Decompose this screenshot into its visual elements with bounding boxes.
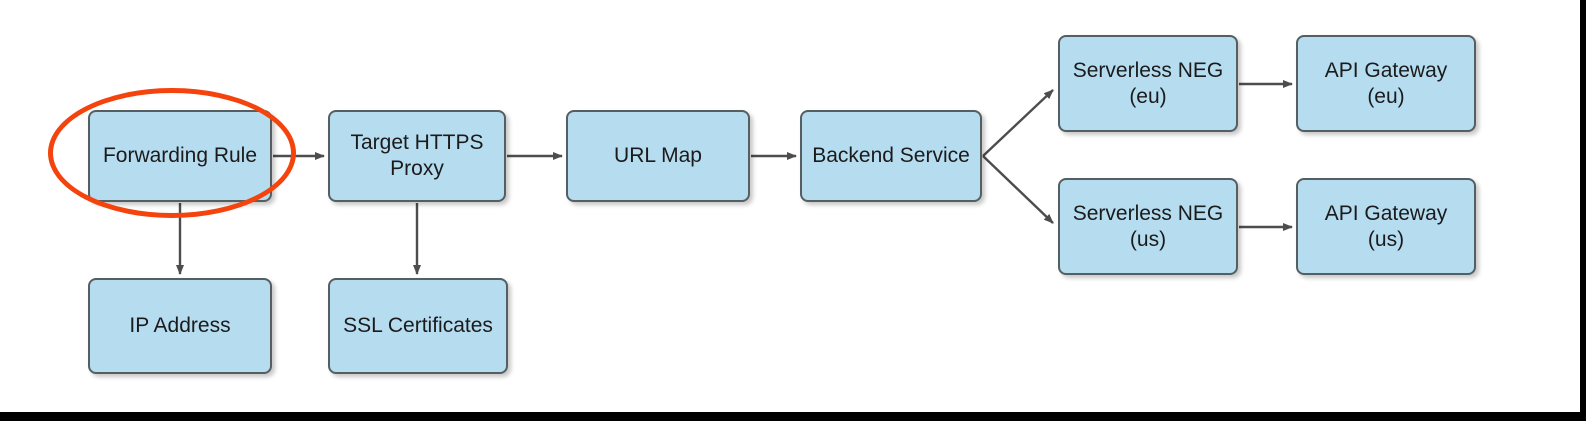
node-serverless-neg-us[interactable]: Serverless NEG (us)	[1058, 178, 1238, 275]
frame-border-bottom	[0, 412, 1586, 421]
node-label-api-gateway-us: API Gateway (us)	[1324, 201, 1448, 251]
node-label-serverless-neg-us: Serverless NEG (us)	[1072, 201, 1224, 251]
node-forwarding-rule[interactable]: Forwarding Rule	[88, 110, 272, 202]
node-api-gateway-us[interactable]: API Gateway (us)	[1296, 178, 1476, 275]
node-ip-address[interactable]: IP Address	[88, 278, 272, 374]
node-label-url-map: URL Map	[614, 144, 702, 167]
frame-border-right	[1580, 0, 1586, 421]
edge-backend-service-to-serverless-neg-eu	[982, 89, 1054, 157]
node-backend-service[interactable]: Backend Service	[800, 110, 982, 202]
node-label-api-gateway-eu: API Gateway (eu)	[1324, 58, 1448, 108]
edge-backend-service-to-serverless-neg-us	[982, 155, 1054, 224]
node-label-ssl-certificates: SSL Certificates	[343, 314, 493, 337]
node-url-map[interactable]: URL Map	[566, 110, 750, 202]
node-label-ip-address: IP Address	[129, 314, 231, 337]
node-label-backend-service: Backend Service	[812, 144, 970, 167]
node-label-serverless-neg-eu: Serverless NEG (eu)	[1072, 58, 1224, 108]
node-serverless-neg-eu[interactable]: Serverless NEG (eu)	[1058, 35, 1238, 132]
node-api-gateway-eu[interactable]: API Gateway (eu)	[1296, 35, 1476, 132]
node-ssl-certificates[interactable]: SSL Certificates	[328, 278, 508, 374]
node-label-forwarding-rule: Forwarding Rule	[102, 144, 258, 167]
node-label-target-https-proxy: Target HTTPS Proxy	[350, 131, 484, 180]
node-target-https-proxy[interactable]: Target HTTPS Proxy	[328, 110, 506, 202]
